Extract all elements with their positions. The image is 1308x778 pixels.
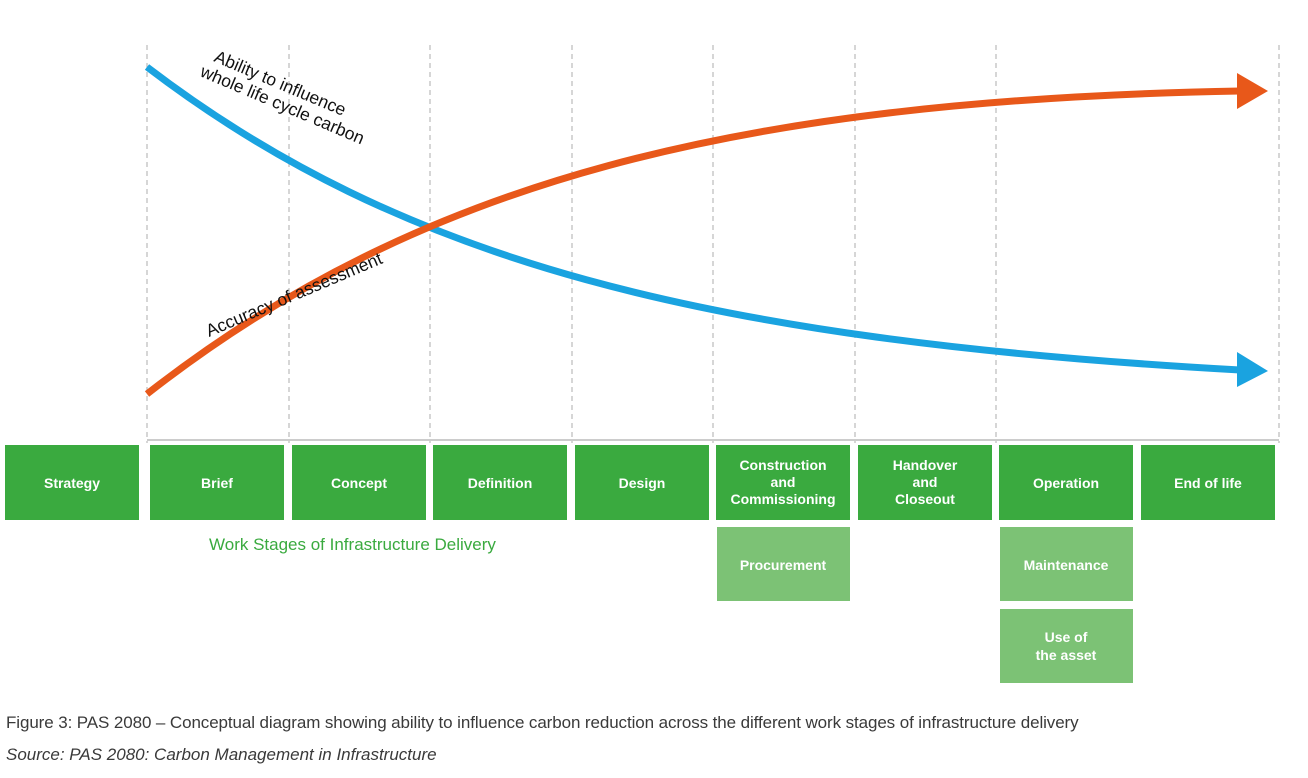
- stage-box: [5, 445, 139, 520]
- stage-label: Definition: [468, 475, 533, 491]
- sub-stage-label: Procurement: [740, 557, 827, 573]
- stage-label: Concept: [331, 475, 387, 491]
- stage-box: [858, 445, 992, 520]
- stage-label: Design: [619, 475, 666, 491]
- sub-stage-label: Use of: [1045, 629, 1088, 645]
- stage-label: Brief: [201, 475, 233, 491]
- stage-box: [150, 445, 284, 520]
- stage-end-of-life: End of life: [1141, 445, 1275, 520]
- sub-stage-label: the asset: [1036, 647, 1097, 663]
- stage-construction: Construction and Commissioning: [716, 445, 850, 520]
- stage-dividers: [146, 45, 1280, 443]
- stage-handover: Handover and Closeout: [858, 445, 992, 520]
- work-stages-label: Work Stages of Infrastructure Delivery: [209, 535, 496, 554]
- stage-box: [1141, 445, 1275, 520]
- sub-stage-use-of-asset: Use of the asset: [1000, 609, 1133, 683]
- stage-box: [433, 445, 567, 520]
- sub-stage-box: [1000, 609, 1133, 683]
- stage-concept: Concept: [292, 445, 426, 520]
- accuracy-label: Accuracy of assessment: [203, 248, 386, 341]
- sub-stages: Procurement Maintenance Use of the asset: [717, 527, 1133, 683]
- influence-label: Ability to influence whole life cycle ca…: [197, 43, 375, 148]
- accuracy-arrowhead: [1237, 73, 1268, 109]
- stage-label: and: [913, 474, 938, 490]
- stage-box: [999, 445, 1133, 520]
- figure-source: Source: PAS 2080: Carbon Management in I…: [6, 745, 437, 764]
- figure-caption: Figure 3: PAS 2080 – Conceptual diagram …: [6, 713, 1079, 732]
- influence-arrowhead: [1237, 352, 1268, 387]
- stage-label: Operation: [1033, 475, 1099, 491]
- stage-row: Strategy Brief Concept Definition Design…: [5, 445, 1275, 520]
- stage-label: and: [771, 474, 796, 490]
- stage-brief: Brief: [150, 445, 284, 520]
- stage-box: [575, 445, 709, 520]
- stage-design: Design: [575, 445, 709, 520]
- sub-stage-box: [717, 527, 850, 601]
- stage-label: Closeout: [895, 491, 955, 507]
- stage-label: Commissioning: [730, 491, 835, 507]
- stage-box: [292, 445, 426, 520]
- stage-label: End of life: [1174, 475, 1242, 491]
- accuracy-curve: [144, 87, 1241, 397]
- sub-stage-procurement: Procurement: [717, 527, 850, 601]
- sub-stage-label: Maintenance: [1024, 557, 1109, 573]
- stage-definition: Definition: [433, 445, 567, 520]
- stage-label: Handover: [893, 457, 958, 473]
- stage-label: Strategy: [44, 475, 100, 491]
- influence-curve: [144, 64, 1241, 374]
- stage-strategy: Strategy: [5, 445, 139, 520]
- stage-label: Construction: [739, 457, 826, 473]
- stage-operation: Operation: [999, 445, 1133, 520]
- sub-stage-maintenance: Maintenance: [1000, 527, 1133, 601]
- stage-box: [716, 445, 850, 520]
- sub-stage-box: [1000, 527, 1133, 601]
